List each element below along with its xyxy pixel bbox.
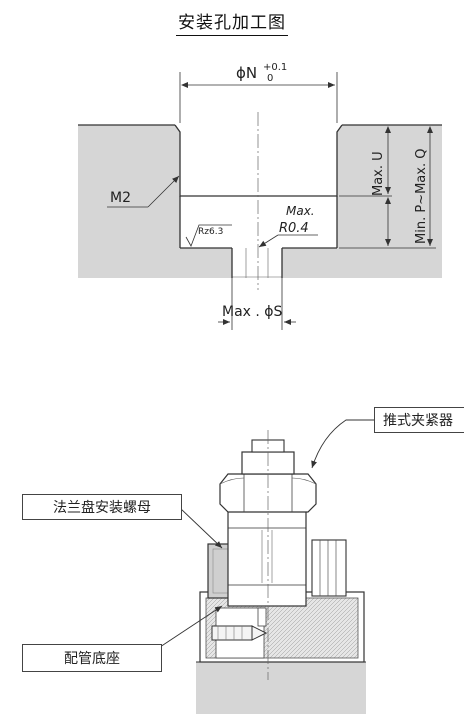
- label-piping-base: 配管底座: [22, 644, 162, 672]
- dim-n-tol-upper: +0.1: [263, 62, 287, 73]
- assembly-drawing: [159, 419, 374, 714]
- bolt-tip: [251, 625, 268, 641]
- stem: [257, 607, 267, 627]
- hole-outline: [174, 124, 343, 197]
- dim-s-label: Max . ϕS: [222, 304, 283, 320]
- dim-depth-label: Min. P~Max. Q: [414, 149, 429, 244]
- leader-nut: [179, 507, 223, 549]
- base-floor: [196, 662, 366, 714]
- roughness-label: Rz6.3: [198, 227, 223, 237]
- roughness-symbol: [185, 224, 232, 247]
- leader-line: [147, 175, 180, 208]
- dim-n-label: ϕN: [236, 64, 257, 82]
- label-clamp: 推式夹紧器: [374, 407, 464, 433]
- leader-clamp: [311, 419, 374, 469]
- dim-u-label: Max. U: [371, 151, 386, 196]
- drawing-title-text: 安装孔加工图: [176, 13, 288, 36]
- clamp-body: [227, 509, 307, 607]
- leader-base: [159, 605, 223, 648]
- chamfer-label: M2: [110, 190, 131, 206]
- leader-line: [258, 234, 279, 248]
- side-plate: [311, 539, 347, 597]
- label-flange-nut: 法兰盘安装螺母: [22, 494, 182, 520]
- radius-value-label: R0.4: [279, 221, 309, 236]
- drawing-title: 安装孔加工图: [0, 8, 464, 36]
- radius-max-label: Max.: [286, 204, 315, 218]
- hex-nut-chamfer: [219, 477, 317, 485]
- workpiece-section: [78, 125, 442, 278]
- dim-n-tol-lower: 0: [267, 73, 273, 84]
- mounting-hole-drawing: ϕN +0.1 0 Max. U Min. P~Max. Q M2 Rz6.3 …: [78, 62, 442, 330]
